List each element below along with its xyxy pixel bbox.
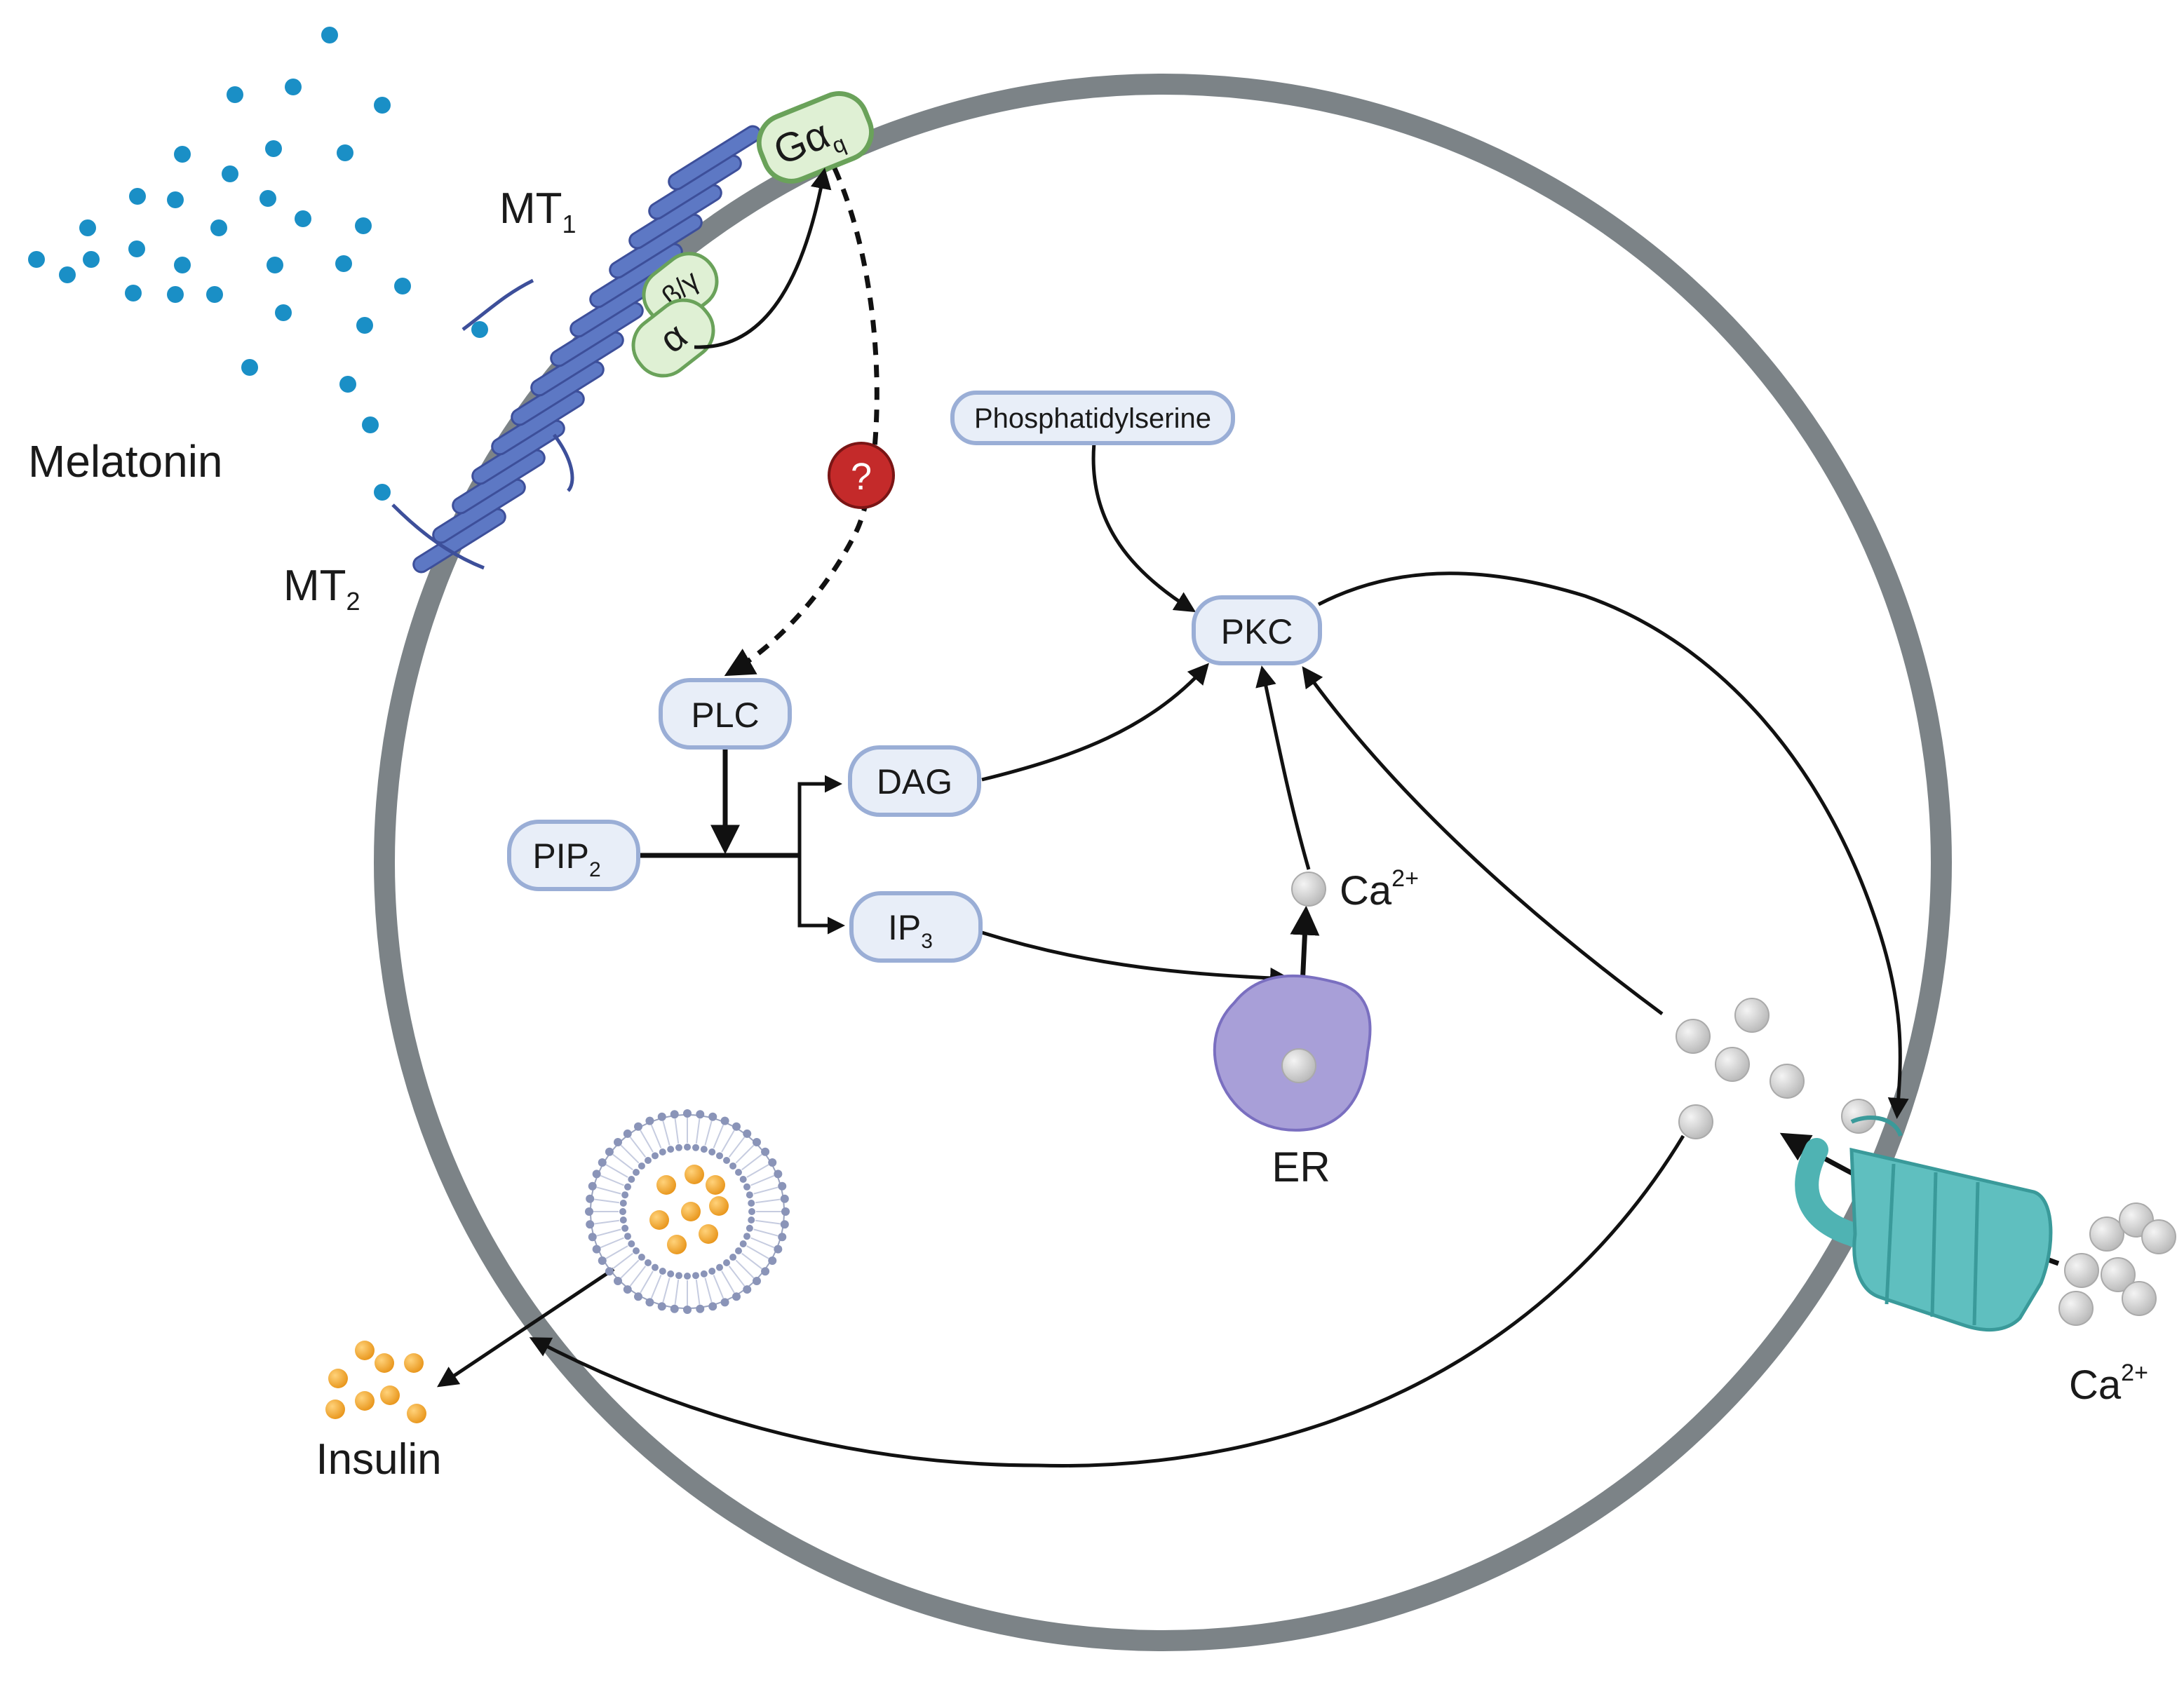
melatonin-dot bbox=[167, 191, 184, 208]
calcium-cluster-icon bbox=[1676, 998, 1876, 1139]
melatonin-dot bbox=[295, 210, 311, 227]
melatonin-dot bbox=[355, 217, 372, 234]
arrow-branch-to-ip3 bbox=[797, 855, 845, 935]
arrow-ps-to-pkc bbox=[1091, 442, 1197, 613]
melatonin-dot bbox=[321, 27, 338, 43]
melatonin-dot bbox=[129, 188, 146, 205]
svg-text:Ca2+: Ca2+ bbox=[1340, 865, 1419, 914]
receptor-helix bbox=[668, 125, 762, 191]
melatonin-dot bbox=[265, 140, 282, 157]
phosphatidylserine-node: Phosphatidylserine bbox=[950, 391, 1235, 445]
er-calcium-icon bbox=[1281, 1048, 1316, 1083]
svg-text:MT2: MT2 bbox=[283, 562, 360, 616]
melatonin-dot bbox=[174, 257, 191, 273]
arrow-vesicle-to-insulin bbox=[437, 1267, 615, 1388]
melatonin-dot bbox=[128, 240, 145, 257]
mt2-sub-text: 2 bbox=[346, 587, 360, 616]
melatonin-label: Melatonin bbox=[28, 436, 223, 487]
arrow-alpha-to-gaq bbox=[694, 168, 832, 349]
extracellular-calcium-icon bbox=[2058, 1202, 2176, 1326]
gaq-node: Gαq bbox=[756, 91, 874, 184]
melatonin-dot bbox=[374, 484, 391, 501]
melatonin-dot bbox=[59, 266, 76, 283]
mt-receptor-icon bbox=[391, 125, 762, 574]
calcium-channel-icon bbox=[1795, 1116, 2053, 1332]
mt1-main-text: MT bbox=[499, 184, 562, 233]
g-alpha-icon bbox=[631, 298, 715, 378]
ca-outer-sup-text: 2+ bbox=[2121, 1360, 2148, 1386]
melatonin-dot bbox=[339, 376, 356, 393]
melatonin-dot bbox=[206, 286, 223, 303]
arrow-ca-to-pkc bbox=[1255, 665, 1311, 870]
plc-node: PLC bbox=[659, 678, 792, 750]
arrow-branch-to-dag bbox=[797, 775, 842, 855]
insulin-granules-icon bbox=[325, 1341, 426, 1423]
melatonin-dot bbox=[83, 251, 100, 268]
melatonin-dot bbox=[356, 317, 373, 334]
plc-text: PLC bbox=[691, 696, 759, 735]
ip3-main-text: IP bbox=[888, 908, 921, 947]
melatonin-dot bbox=[337, 144, 353, 161]
pkc-node: PKC bbox=[1192, 595, 1322, 665]
svg-text:Ca2+: Ca2+ bbox=[2069, 1360, 2148, 1408]
melatonin-dot bbox=[79, 219, 96, 236]
ca-inner-main-text: Ca bbox=[1340, 868, 1392, 914]
pip2-sub-text: 2 bbox=[589, 858, 601, 881]
melatonin-dot bbox=[285, 79, 302, 95]
pip2-main-text: PIP bbox=[532, 836, 589, 876]
phosphatidylserine-text: Phosphatidylserine bbox=[974, 403, 1211, 434]
arrow-cluster-to-insulin-release bbox=[529, 1134, 1685, 1468]
melatonin-dot bbox=[362, 416, 379, 433]
dag-text: DAG bbox=[877, 762, 952, 801]
melatonin-dot bbox=[227, 86, 243, 103]
melatonin-dot bbox=[374, 97, 391, 114]
er-label: ER bbox=[1272, 1144, 1330, 1191]
melatonin-dot bbox=[174, 146, 191, 163]
melatonin-dot bbox=[210, 219, 227, 236]
dag-node: DAG bbox=[848, 745, 981, 817]
arrow-ip3-to-er bbox=[981, 930, 1291, 989]
melatonin-dot bbox=[335, 255, 352, 272]
arrow-pkc-to-channel bbox=[1317, 571, 1909, 1119]
insulin-label: Insulin bbox=[316, 1435, 441, 1484]
melatonin-dot bbox=[267, 257, 283, 273]
ip3-sub-text: 3 bbox=[921, 930, 933, 953]
question-badge-text: ? bbox=[851, 456, 872, 498]
melatonin-dot bbox=[275, 304, 292, 321]
question-badge-icon bbox=[828, 442, 895, 509]
melatonin-dot bbox=[394, 278, 411, 294]
melatonin-dot bbox=[222, 165, 238, 182]
melatonin-dot bbox=[28, 251, 45, 268]
melatonin-dot bbox=[167, 286, 184, 303]
melatonin-dot bbox=[259, 190, 276, 207]
svg-text:PIP2: PIP2 bbox=[532, 836, 600, 881]
ip3-node: IP3 bbox=[849, 891, 983, 963]
calcium-ion-icon bbox=[1291, 872, 1326, 907]
arrow-cluster-to-pkc bbox=[1302, 666, 1664, 1016]
pkc-text: PKC bbox=[1221, 612, 1293, 651]
melatonin-molecules bbox=[28, 27, 488, 501]
g-protein-complex: β/γ α bbox=[631, 252, 719, 378]
melatonin-dot bbox=[471, 321, 488, 338]
ca-inner-sup-text: 2+ bbox=[1391, 865, 1419, 892]
pip2-node: PIP2 bbox=[507, 820, 640, 891]
arrow-dag-to-pkc bbox=[981, 663, 1209, 782]
melatonin-dot bbox=[241, 359, 258, 376]
melatonin-dot bbox=[125, 285, 142, 301]
mt2-main-text: MT bbox=[283, 562, 346, 610]
cell-membrane bbox=[374, 74, 1952, 1651]
svg-text:IP3: IP3 bbox=[888, 908, 933, 953]
dashed-arrow-gaq-to-plc bbox=[724, 167, 879, 677]
svg-text:MT1: MT1 bbox=[499, 184, 577, 238]
mt1-sub-text: 1 bbox=[562, 210, 577, 238]
insulin-vesicle-icon bbox=[585, 1109, 790, 1314]
ca-outer-main-text: Ca bbox=[2069, 1362, 2122, 1408]
